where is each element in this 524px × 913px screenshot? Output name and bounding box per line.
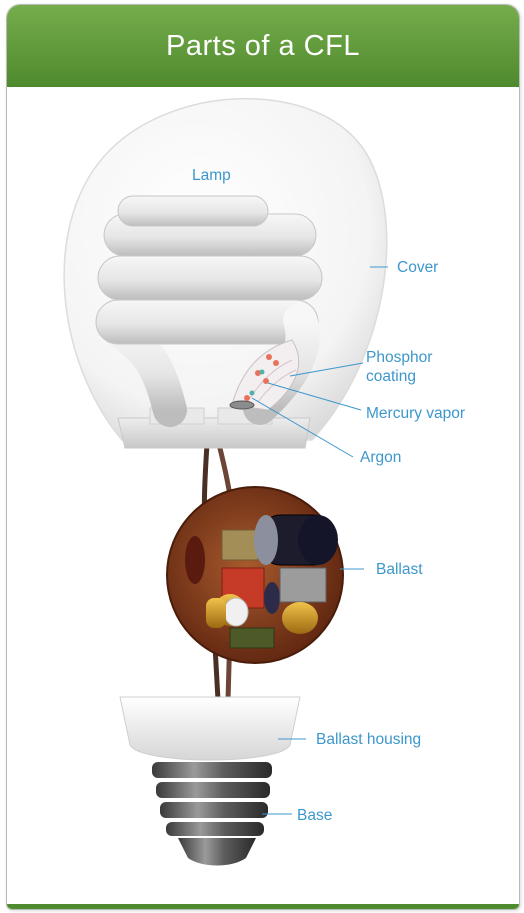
label-cover: Cover bbox=[397, 259, 438, 276]
label-base: Base bbox=[297, 807, 332, 824]
label-lamp: Lamp bbox=[192, 167, 231, 184]
label-phosphor-line1: Phosphor bbox=[366, 349, 432, 366]
lamp-neck bbox=[118, 418, 310, 448]
ballast-board bbox=[167, 487, 343, 663]
label-ballast-housing: Ballast housing bbox=[316, 731, 421, 748]
label-argon: Argon bbox=[360, 449, 401, 466]
screw-base bbox=[152, 762, 272, 866]
label-phosphor-line2: coating bbox=[366, 368, 416, 385]
ballast-housing-part bbox=[120, 697, 300, 760]
capacitor-large bbox=[254, 515, 338, 565]
label-ballast: Ballast bbox=[376, 561, 423, 578]
label-mercury-vapor: Mercury vapor bbox=[366, 405, 465, 422]
